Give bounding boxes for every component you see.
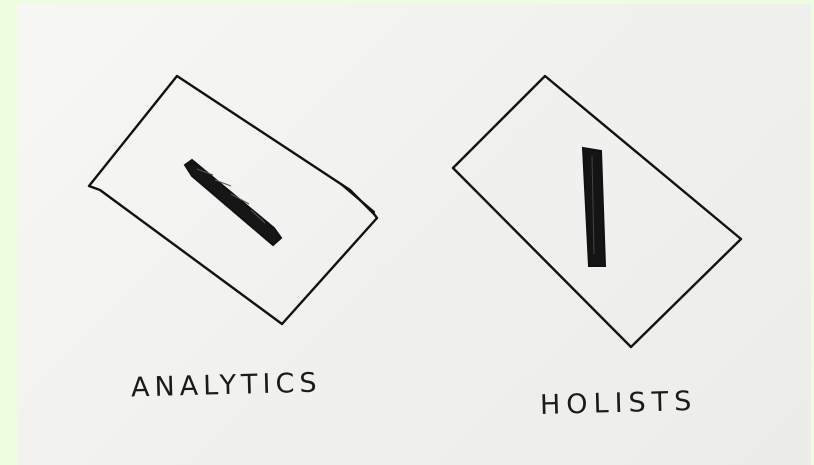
caption-analytics: ANALYTICS [131, 368, 322, 404]
caption-holists: HOLISTS [540, 386, 698, 421]
left-card-corner-stroke [341, 184, 374, 212]
paper-sheet: ANALYTICS HOLISTS [17, 4, 811, 465]
left-bar [185, 160, 281, 245]
